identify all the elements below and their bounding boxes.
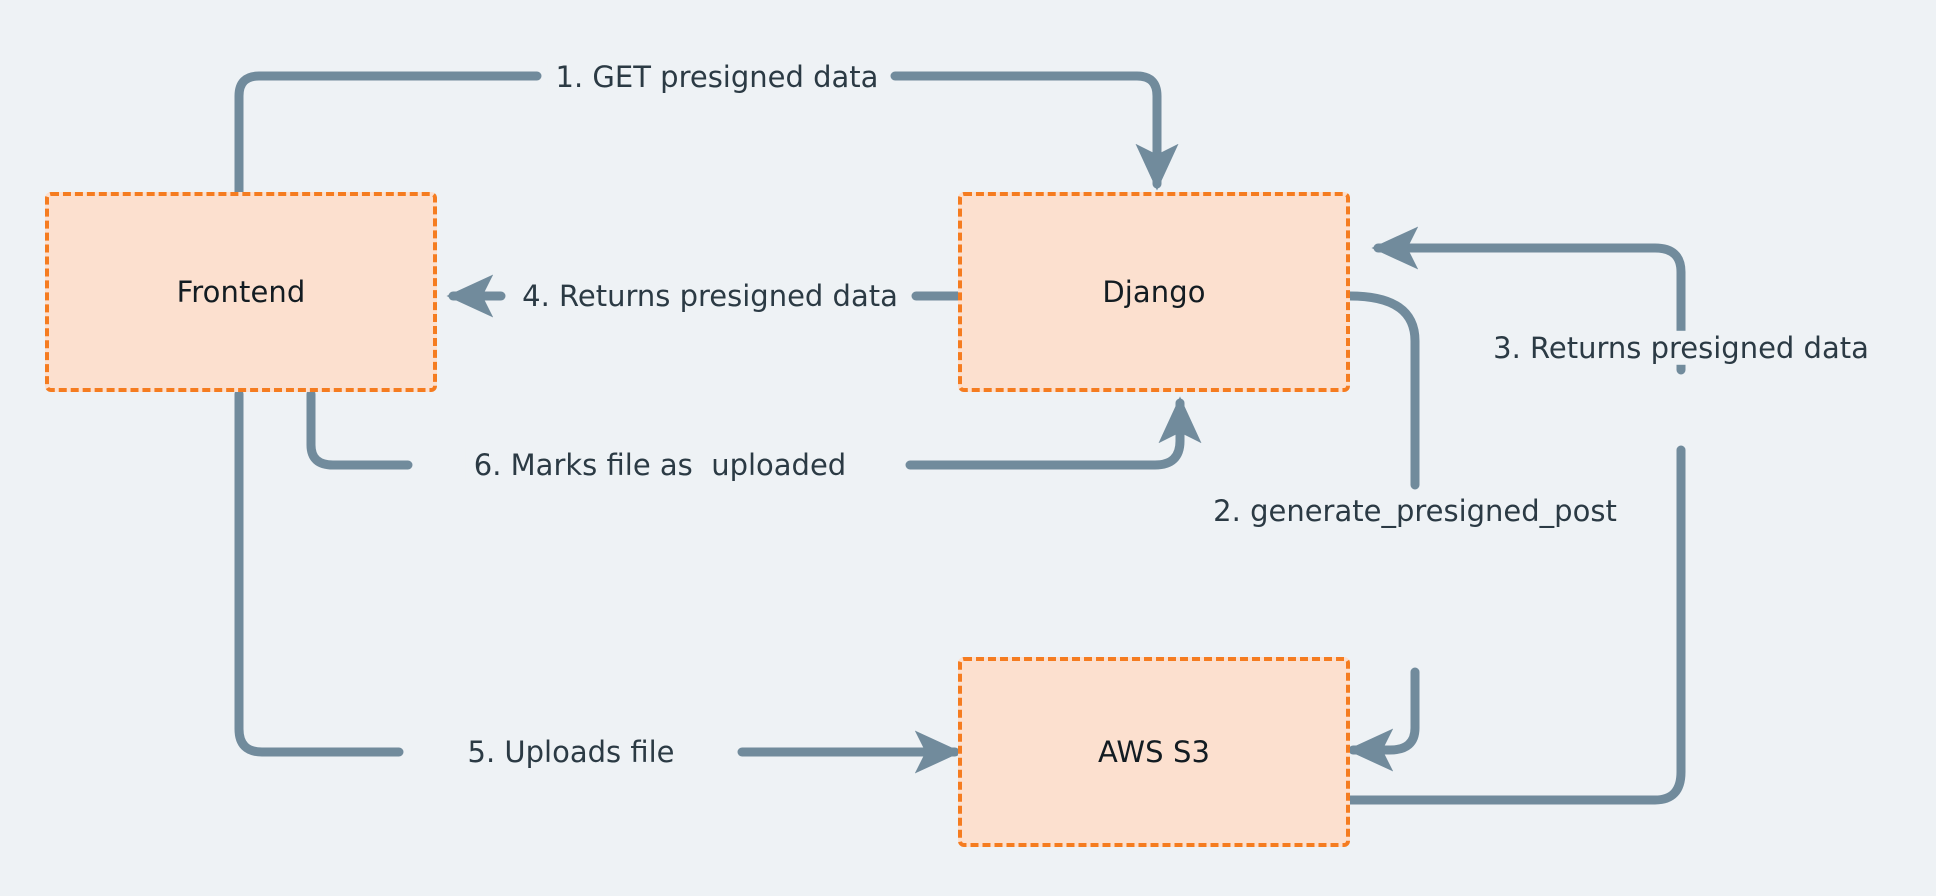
node-s3[interactable]: AWS S3 (958, 657, 1350, 847)
edge-3-path-b (1371, 226, 1686, 375)
edge-label-2: 2. generate_presigned_post (1205, 493, 1625, 529)
edge-3-path (1345, 445, 1686, 805)
edge-6-path (306, 389, 413, 470)
node-s3-label: AWS S3 (1097, 735, 1210, 769)
edge-1-path-b (890, 71, 1179, 191)
edge-label-6: 6. Marks file as uploaded (465, 447, 855, 483)
edge-1-path (234, 71, 542, 197)
edge-5-path (234, 389, 404, 757)
edge-2-path (1345, 291, 1420, 490)
edge-label-4: 4. Returns presigned data (514, 278, 906, 314)
edge-label-5: 5. Uploads file (459, 734, 683, 770)
node-django-label: Django (1102, 275, 1206, 309)
edge-label-1: 1. GET presigned data (547, 59, 887, 95)
edge-2-path-b (1346, 667, 1420, 772)
node-frontend-label: Frontend (176, 275, 306, 309)
edge-6-path-b (905, 396, 1202, 470)
node-django[interactable]: Django (958, 192, 1350, 392)
node-frontend[interactable]: Frontend (45, 192, 437, 392)
edge-label-3: 3. Returns presigned data (1485, 330, 1877, 366)
